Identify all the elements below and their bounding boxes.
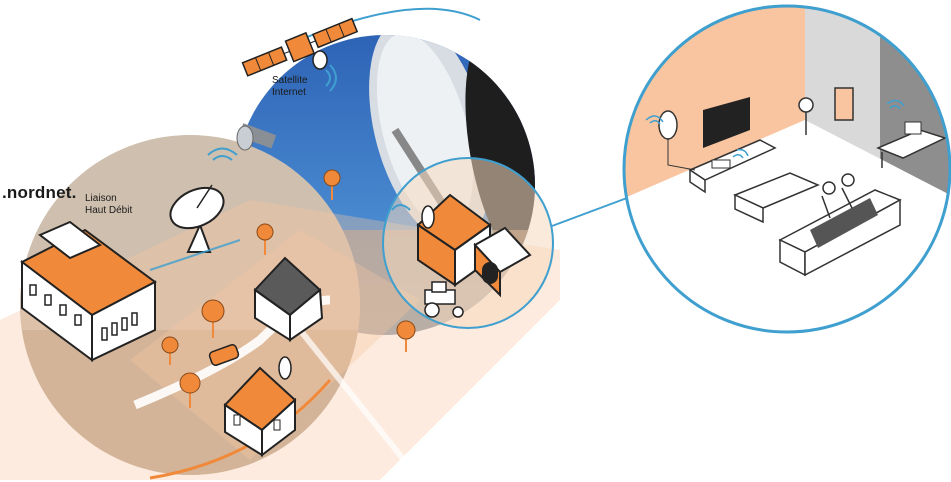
satellite-line1: Satellite	[272, 75, 308, 86]
living-room-circle	[622, 4, 951, 334]
satellite-line2: Internet	[272, 86, 306, 98]
farm-zoom-ring	[382, 157, 554, 329]
car-icon	[208, 344, 240, 366]
wifi-signal-icon	[207, 64, 411, 211]
liaison-line2: Haut Débit	[85, 204, 133, 216]
liaison-label: Liaison Haut Débit	[85, 193, 132, 216]
sofa-icon	[778, 189, 902, 277]
office-building	[20, 220, 157, 362]
nordnet-logo: .nordnet.	[2, 183, 77, 202]
liaison-line1: Liaison	[85, 193, 117, 204]
satellite-label: Satellite Internet	[272, 75, 308, 98]
tree-icon	[161, 169, 416, 408]
zoom-connector	[551, 197, 628, 227]
farm-house	[383, 158, 553, 328]
tractor-icon	[424, 281, 464, 318]
photo-dish	[236, 123, 277, 151]
satellite-icon	[241, 17, 359, 77]
orange-roof-house	[223, 356, 297, 458]
television-icon	[703, 97, 750, 148]
dish-antenna-icon	[169, 184, 225, 253]
grey-house	[253, 256, 324, 342]
laptop-icon	[876, 121, 948, 168]
